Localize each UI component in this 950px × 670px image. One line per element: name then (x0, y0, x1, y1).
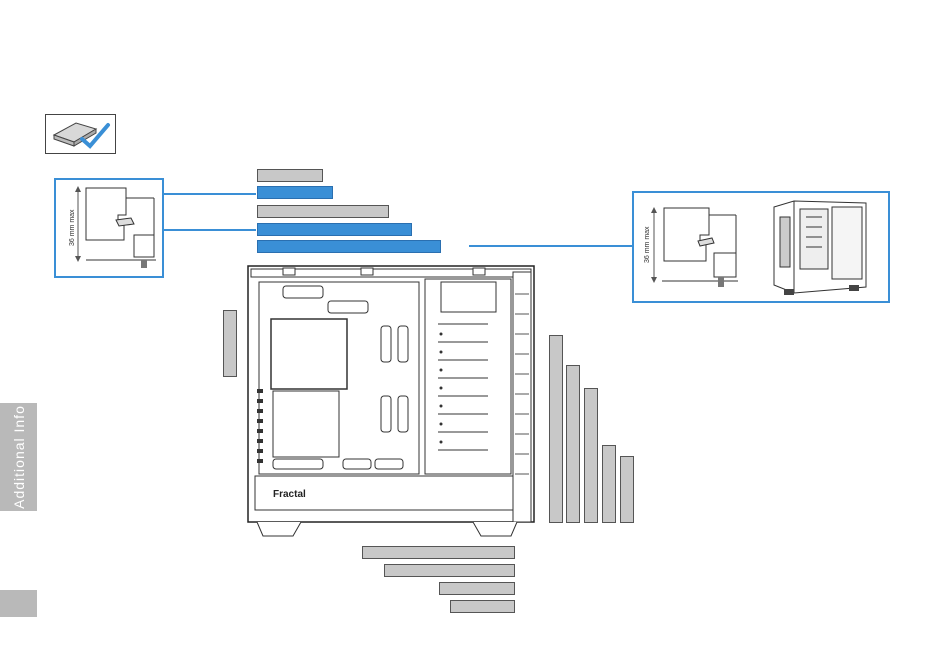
clearance-bar-highlight (257, 223, 412, 236)
clearance-label: 36 mm max (644, 226, 651, 263)
clearance-bar (450, 600, 515, 613)
clearance-bar-vertical (223, 310, 237, 377)
clearance-label: 36 mm max (69, 209, 76, 246)
clearance-bar (439, 582, 515, 595)
clearance-bar-vertical (566, 365, 580, 523)
drive-bay-check-icon (45, 114, 116, 154)
section-tab: Additional Info (0, 403, 37, 511)
brand-logo: Fractal (273, 489, 306, 500)
clearance-bar (362, 546, 515, 559)
clearance-bar-vertical (602, 445, 616, 523)
page-number-box (0, 590, 37, 617)
connector-line (164, 229, 256, 231)
section-tab-label: Additional Info (11, 405, 27, 509)
clearance-bar-vertical (584, 388, 598, 523)
case-illustration: Fractal (243, 264, 538, 540)
clearance-detail-panel-left: 36 mm max (54, 178, 164, 278)
connector-line (164, 193, 256, 195)
connector-line (469, 245, 634, 247)
clearance-bar-vertical (620, 456, 634, 523)
clearance-bar (257, 205, 389, 218)
clearance-detail-panel-right: 36 mm max (632, 191, 890, 303)
clearance-bar-highlight (257, 186, 333, 199)
clearance-bar (384, 564, 515, 577)
clearance-bar (257, 169, 323, 182)
clearance-bar-highlight (257, 240, 441, 253)
clearance-bar-vertical (549, 335, 563, 523)
